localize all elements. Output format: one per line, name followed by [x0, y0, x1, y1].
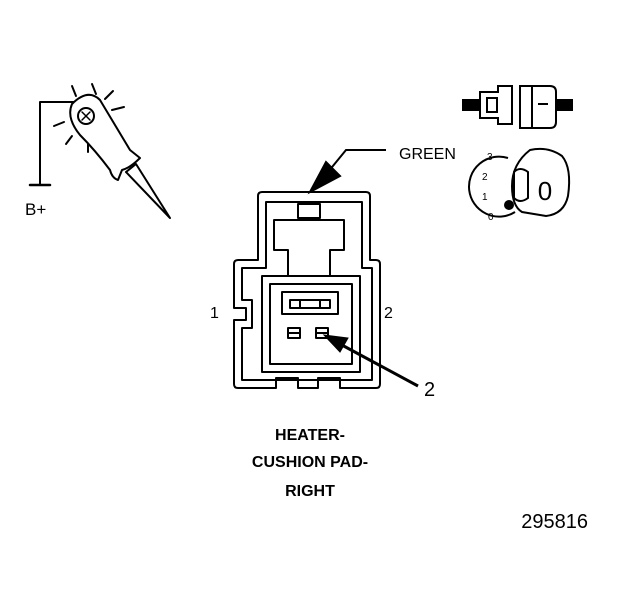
caption-line-2: CUSHION PAD-	[252, 454, 368, 471]
figure-number: 295816	[521, 511, 588, 533]
caption-line-3: RIGHT	[285, 483, 335, 500]
ignition-switch-icon	[468, 147, 571, 218]
power-label: B+	[25, 200, 46, 219]
caption-line-1: HEATER-	[275, 427, 345, 444]
test-light-icon	[28, 83, 171, 219]
connector-mating-icon	[462, 85, 573, 129]
switch-position-3: 3	[487, 152, 493, 163]
switch-face-label: 0	[538, 176, 552, 206]
switch-position-2: 2	[482, 172, 488, 183]
pin-label-1: 1	[210, 305, 219, 322]
callout-label: 2	[424, 379, 435, 401]
pin-label-2: 2	[384, 305, 393, 322]
switch-position-1: 1	[482, 192, 488, 203]
wire-color-leader	[307, 149, 386, 195]
terminal-callout-arrow	[322, 334, 419, 388]
wire-color-label: GREEN	[399, 146, 456, 163]
connector-face	[233, 191, 381, 389]
switch-position-0: 0	[488, 212, 494, 223]
